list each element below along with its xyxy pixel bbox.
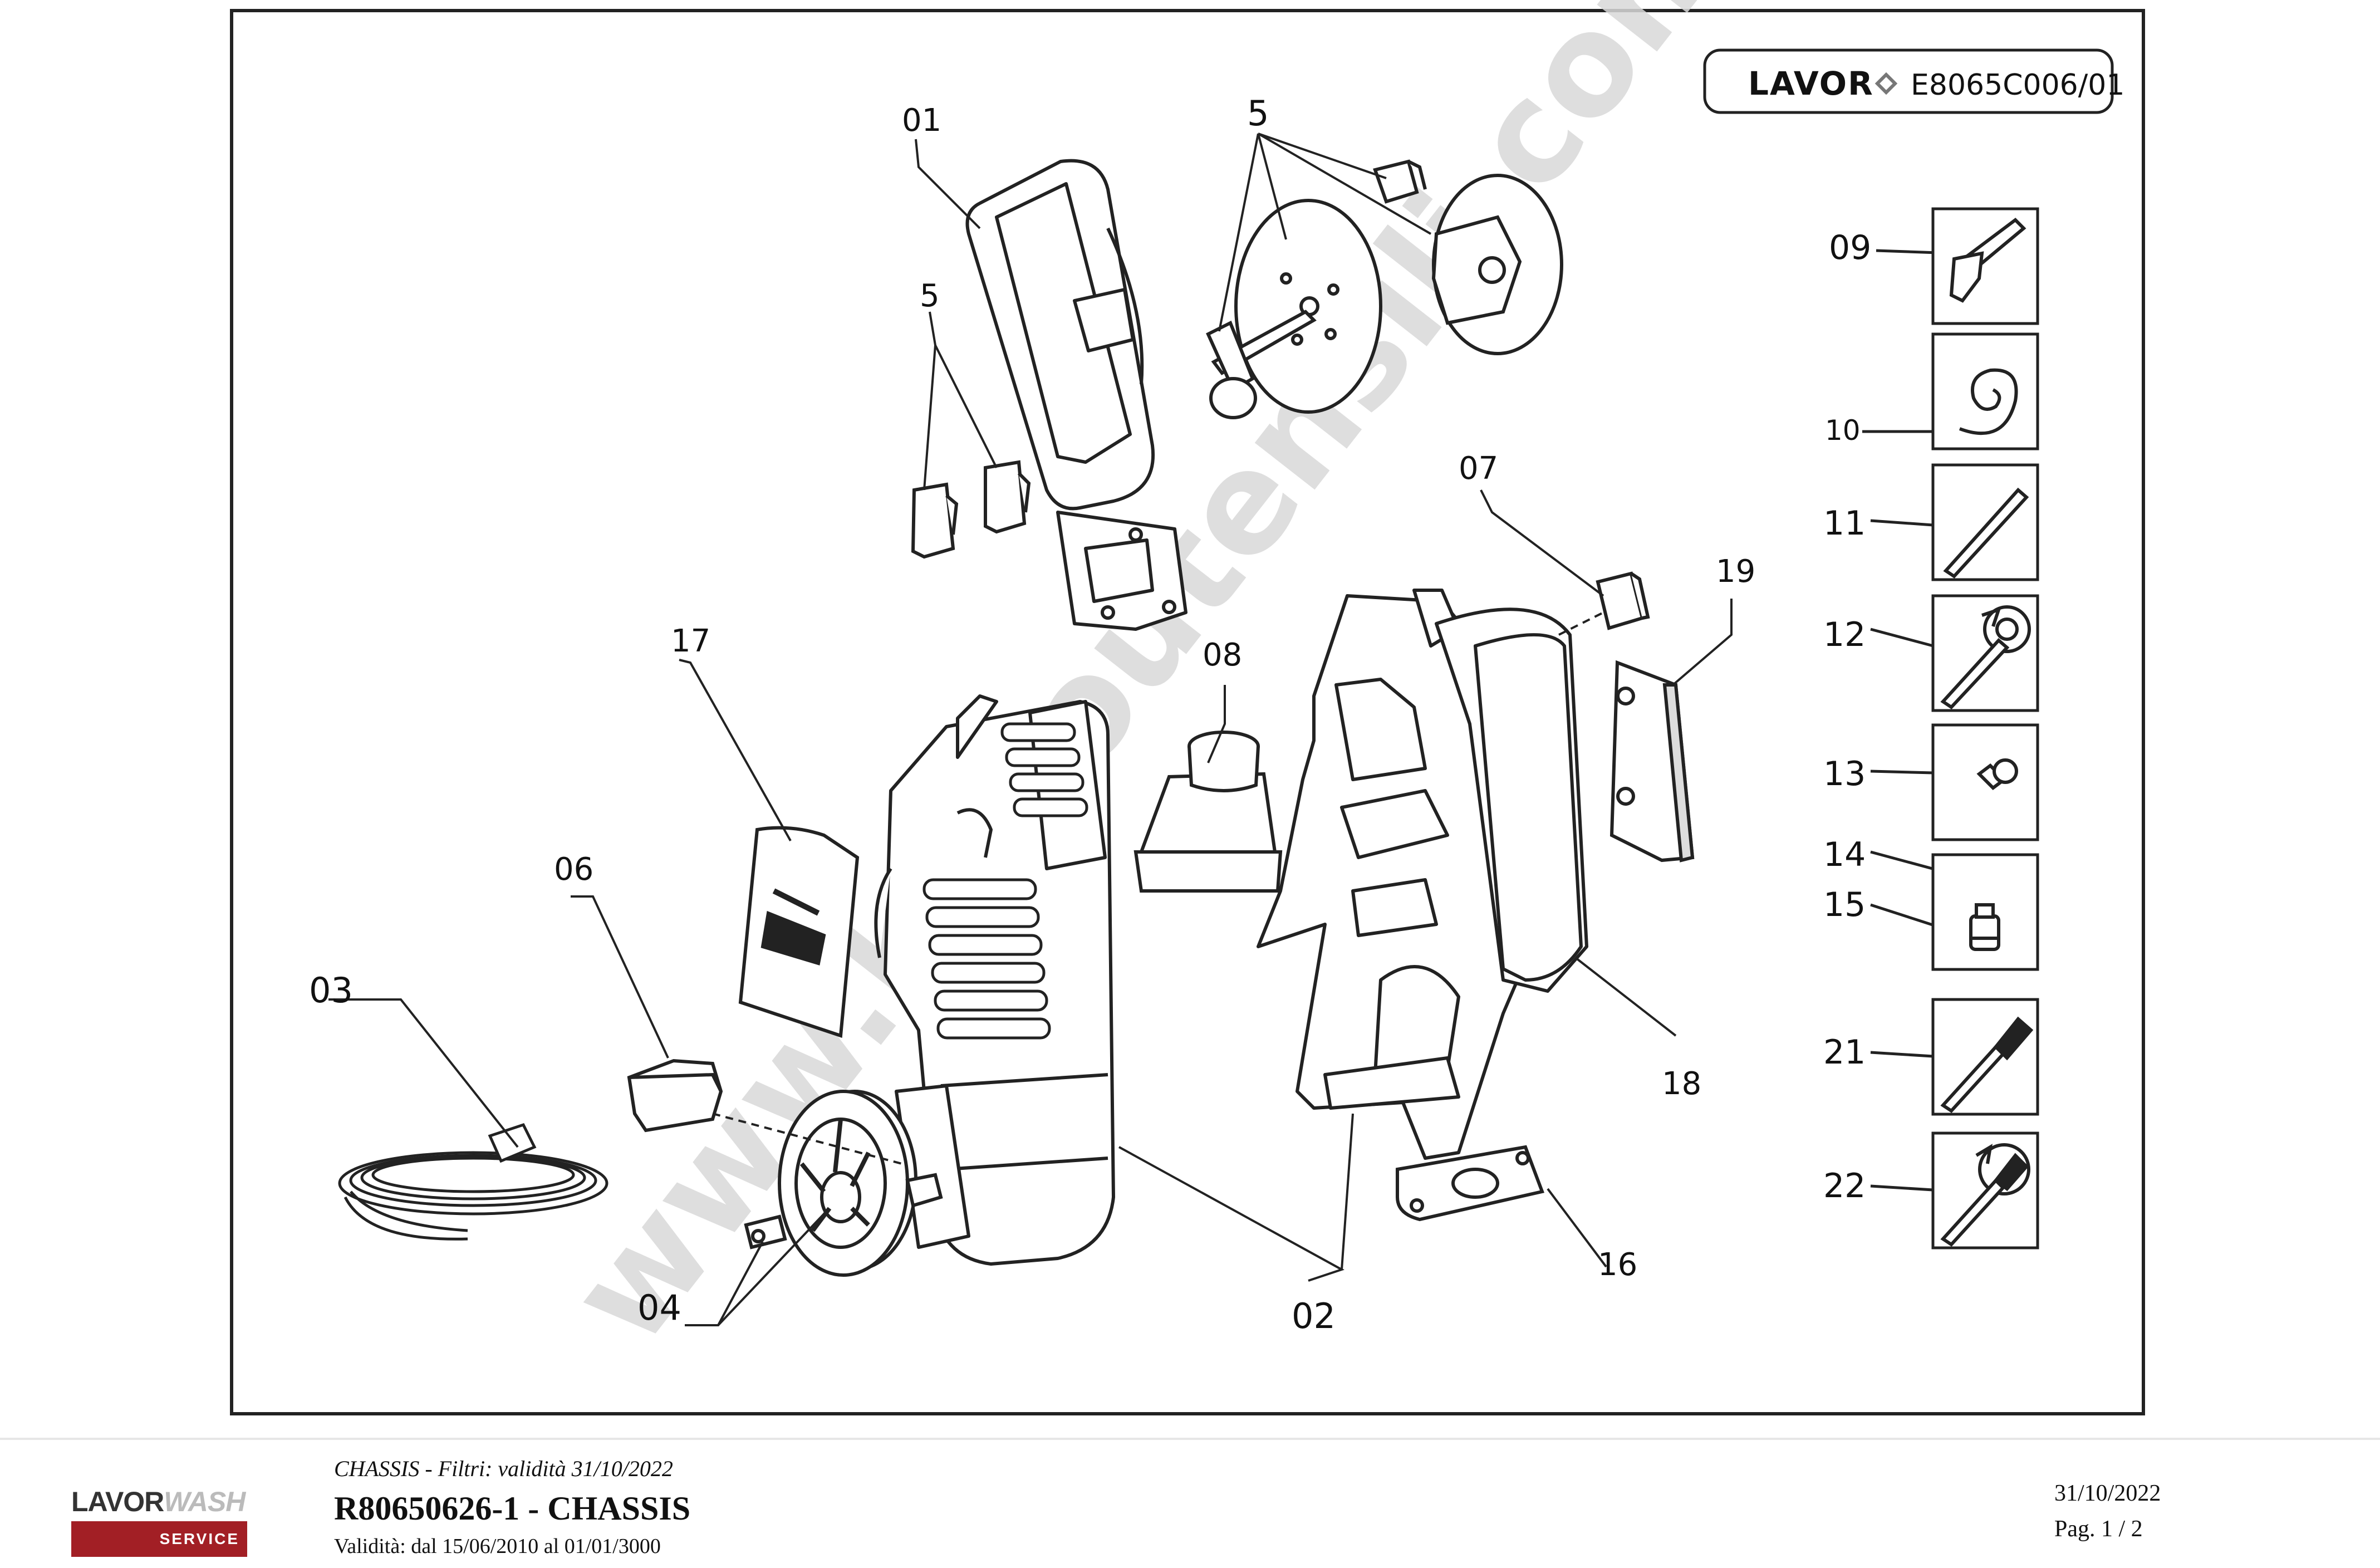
hose-connector-icon — [1976, 758, 2018, 790]
watermark: www.bricoutensili.com — [538, 0, 1765, 1373]
part-01-handle — [965, 159, 1187, 631]
hose-coil-icon — [1959, 368, 2018, 435]
accessory-label-22: 22 — [1823, 1167, 1866, 1206]
callout-5-left: 5 — [920, 278, 940, 314]
logo-wordmark: LAVORWASH — [71, 1486, 247, 1518]
lavorwash-service-logo: LAVORWASH SERVICE — [71, 1486, 247, 1557]
accessory-label-14: 14 — [1823, 835, 1866, 874]
logo-brand: LAVOR — [71, 1486, 164, 1517]
validity-range: Validità: dal 15/06/2010 al 01/01/3000 — [334, 1535, 661, 1558]
assembly-dashed-lines — [712, 611, 1604, 1165]
detergent-bottle-icon — [1969, 903, 2000, 951]
accessory-label-15: 15 — [1823, 885, 1866, 924]
callout-19: 19 — [1716, 553, 1755, 590]
accessory-label-13: 13 — [1823, 754, 1866, 793]
callout-07: 07 — [1459, 450, 1498, 487]
page-number: Pag. 1 / 2 — [2054, 1516, 2143, 1542]
accessory-13: 13 — [1823, 723, 2039, 841]
part-02-rear-chassis — [1257, 589, 1588, 1160]
callout-04: 04 — [637, 1287, 681, 1328]
rotating-brush-icon — [1940, 1143, 2030, 1247]
accessory-label-09: 09 — [1829, 228, 1871, 267]
callout-5-top: 5 — [1247, 93, 1269, 134]
callout-18: 18 — [1662, 1066, 1701, 1102]
part-5-clips-left — [911, 460, 1031, 559]
accessory-21: 21 — [1823, 998, 2039, 1116]
callout-06: 06 — [554, 851, 593, 888]
part-07-switch — [1596, 571, 1650, 630]
accessory-label-12: 12 — [1823, 615, 1866, 654]
callout-02: 02 — [1292, 1296, 1336, 1336]
part-06-tray — [627, 1059, 723, 1133]
exploded-parts-diagram: www.bricoutensili.com LAVOR E8065C006/01 — [309, 0, 2124, 1373]
callout-01: 01 — [902, 102, 941, 139]
accessory-label-11: 11 — [1823, 504, 1866, 543]
lance-icon — [1943, 487, 2029, 579]
filter-validity-line: CHASSIS - Filtri: validità 31/10/2022 — [334, 1456, 673, 1481]
brand-diamond-icon — [1874, 72, 1898, 95]
document-code: E8065C006/01 — [1911, 68, 2124, 102]
callout-03: 03 — [309, 970, 353, 1011]
document-title: R80650626-1 - CHASSIS — [334, 1490, 691, 1527]
brand-logo: LAVOR — [1748, 65, 1874, 102]
accessory-11: 11 — [1823, 463, 2039, 581]
footer-separator — [0, 1438, 2380, 1440]
drawing-frame — [230, 9, 2145, 1415]
brush-icon — [1940, 1016, 2034, 1113]
callout-leaders — [328, 133, 1733, 1326]
accessory-label-10: 10 — [1825, 414, 1861, 447]
spray-gun-icon — [1949, 218, 2026, 303]
part-03-cable — [338, 1123, 609, 1241]
part-19-side-panel — [1609, 660, 1695, 863]
part-5-hose-reel — [1206, 159, 1563, 419]
part-17-front-panel — [738, 826, 860, 1038]
part-16-cover — [1396, 1145, 1545, 1222]
rotating-nozzle-lance-icon — [1940, 605, 2031, 709]
accessory-10: 10 — [1825, 332, 2039, 450]
accessory-22: 22 — [1823, 1131, 2039, 1250]
callout-08: 08 — [1203, 637, 1242, 673]
callout-16: 16 — [1598, 1247, 1637, 1283]
logo-service-bar: SERVICE — [71, 1521, 247, 1557]
accessory-09: 09 — [1829, 207, 2039, 325]
accessory-12: 12 — [1823, 594, 2039, 712]
callout-17: 17 — [671, 623, 710, 659]
document-code-box: LAVOR E8065C006/01 — [1703, 48, 2124, 114]
part-04-wheel — [744, 1090, 943, 1277]
part-08-tank — [1133, 731, 1283, 893]
accessory-label-21: 21 — [1823, 1033, 1866, 1072]
logo-brand-suffix: WASH — [164, 1486, 246, 1517]
accessory-15: 15 — [1823, 853, 2039, 971]
print-date: 31/10/2022 — [2054, 1481, 2161, 1506]
